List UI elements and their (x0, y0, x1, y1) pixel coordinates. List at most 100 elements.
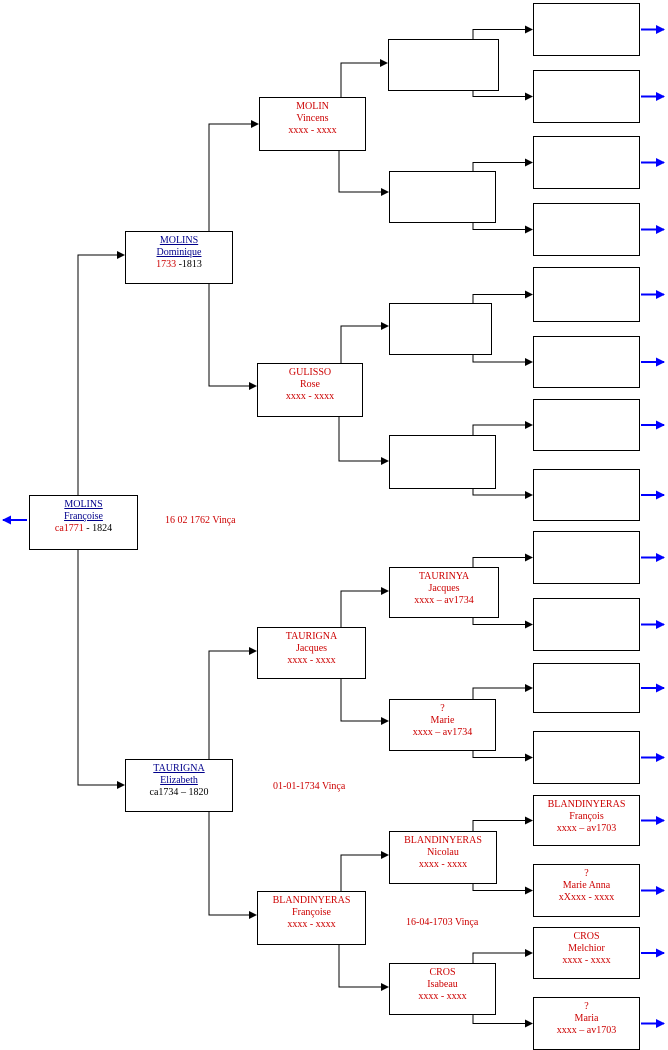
forward-arrow-icon[interactable] (641, 155, 666, 171)
person-name: ? (584, 1001, 589, 1012)
person-given-name[interactable]: Françoise (64, 511, 103, 522)
connector-line (472, 884, 533, 895)
connector-line (472, 223, 533, 234)
marriage-note: 16 02 1762 Vinça (165, 515, 236, 526)
forward-arrow-icon[interactable] (641, 487, 666, 503)
person-name[interactable]: MOLINS (159, 235, 199, 246)
person-name: BLANDINYERAS (272, 895, 351, 906)
connector-line (472, 751, 533, 762)
person-given-name[interactable]: Dominique (156, 247, 202, 258)
person-name: BLANDINYERAS (404, 835, 482, 846)
marriage-note: 16-04-1703 Vinça (406, 917, 479, 928)
person-ggp-2[interactable] (389, 171, 496, 223)
connector-line (208, 120, 259, 231)
person-name: MOLIN (296, 101, 329, 112)
person-dates: xxxx - xxxx (287, 919, 336, 930)
person-given-name: Maria (574, 1013, 599, 1024)
forward-arrow-icon[interactable] (641, 89, 666, 105)
death-date: -1813 (178, 259, 202, 270)
forward-arrow-icon[interactable] (641, 617, 666, 633)
person-name: TAURIGNA (285, 631, 338, 642)
connector-line (338, 151, 389, 196)
person-gen4-1[interactable] (533, 3, 640, 56)
person-name: ? (584, 868, 589, 879)
person-gen4-7[interactable] (533, 399, 640, 451)
forward-arrow-icon[interactable] (641, 22, 666, 38)
marriage-note: 01-01-1734 Vinça (273, 781, 346, 792)
forward-arrow-icon[interactable] (641, 945, 666, 961)
person-name[interactable]: TAURIGNA (153, 763, 205, 774)
person-dates: xxxx - xxxx (418, 991, 467, 1002)
person-root[interactable]: MOLINS Françoise ca1771 - 1824 (29, 495, 138, 550)
back-arrow-icon[interactable] (2, 512, 28, 528)
person-grandparent-3[interactable]: TAURIGNA Jacques xxxx - xxxx (257, 627, 366, 679)
person-grandparent-2[interactable]: GULISSO Rose xxxx - xxxx (257, 363, 363, 417)
connector-line (472, 1015, 533, 1028)
person-gen4-2[interactable] (533, 70, 640, 123)
person-grandparent-1[interactable]: MOLIN Vincens xxxx - xxxx (259, 97, 366, 151)
connector-line (472, 421, 533, 435)
person-gen4-12[interactable] (533, 731, 640, 784)
person-gen4-11[interactable] (533, 663, 640, 713)
person-ggp-4[interactable] (389, 435, 496, 489)
person-given-name[interactable]: Elizabeth (160, 775, 198, 786)
person-ggp-3[interactable] (389, 303, 492, 355)
connector-line (208, 812, 257, 919)
forward-arrow-icon[interactable] (641, 1016, 666, 1032)
person-gen4-9[interactable] (533, 531, 640, 584)
forward-arrow-icon[interactable] (641, 354, 666, 370)
forward-arrow-icon[interactable] (641, 550, 666, 566)
person-ggp-7[interactable]: BLANDINYERAS Nicolau xxxx - xxxx (389, 831, 497, 884)
death-date: 1824 (92, 523, 113, 534)
connector-line (472, 25, 533, 39)
person-given-name: Isabeau (427, 979, 458, 990)
person-ggp-8[interactable]: CROS Isabeau xxxx - xxxx (389, 963, 496, 1015)
person-ggp-6[interactable]: ? Marie xxxx – av1734 (389, 699, 496, 751)
connector-line (340, 679, 389, 725)
person-gen4-6[interactable] (533, 336, 640, 388)
person-grandparent-4[interactable]: BLANDINYERAS Françoise xxxx - xxxx (257, 891, 366, 945)
forward-arrow-icon[interactable] (641, 750, 666, 766)
person-given-name: Marie (430, 715, 455, 726)
forward-arrow-icon[interactable] (641, 883, 666, 899)
person-dates: xxxx – av1703 (556, 1025, 617, 1036)
connector-line (472, 489, 533, 499)
person-name: CROS (573, 931, 600, 942)
person-gen4-8[interactable] (533, 469, 640, 521)
person-given-name: Vincens (296, 113, 329, 124)
person-gen4-3[interactable] (533, 136, 640, 189)
person-dates: xxxx – av1734 (412, 727, 473, 738)
person-dates: xxxx - xxxx (285, 391, 335, 402)
connector-line (472, 684, 533, 699)
person-name[interactable]: MOLINS (64, 499, 103, 510)
forward-arrow-icon[interactable] (641, 222, 666, 238)
person-gen4-5[interactable] (533, 267, 640, 322)
connector-line (77, 550, 125, 789)
connector-line (340, 851, 389, 891)
forward-arrow-icon[interactable] (641, 680, 666, 696)
person-mother[interactable]: TAURIGNA Elizabeth ca1734 – 1820 (125, 759, 233, 812)
person-ggp-5[interactable]: TAURINYA Jacques xxxx – av1734 (389, 567, 499, 618)
person-name: TAURINYA (418, 571, 470, 582)
connector-line (338, 945, 389, 991)
person-ggp-1[interactable] (388, 39, 499, 91)
person-name: BLANDINYERAS (547, 799, 626, 810)
forward-arrow-icon[interactable] (641, 417, 666, 433)
person-dates: xxxx – av1703 (556, 823, 617, 834)
connector-line (472, 290, 533, 303)
connector-line (340, 59, 388, 97)
forward-arrow-icon[interactable] (641, 287, 666, 303)
connector-line (208, 647, 257, 759)
person-gen4-10[interactable] (533, 598, 640, 651)
connector-line (472, 949, 533, 963)
person-gen4-4[interactable] (533, 203, 640, 256)
person-father[interactable]: MOLINS Dominique 1733 -1813 (125, 231, 233, 284)
forward-arrow-icon[interactable] (641, 813, 666, 829)
person-dates: xxxx - xxxx (287, 655, 336, 666)
person-given-name: François (569, 811, 604, 822)
